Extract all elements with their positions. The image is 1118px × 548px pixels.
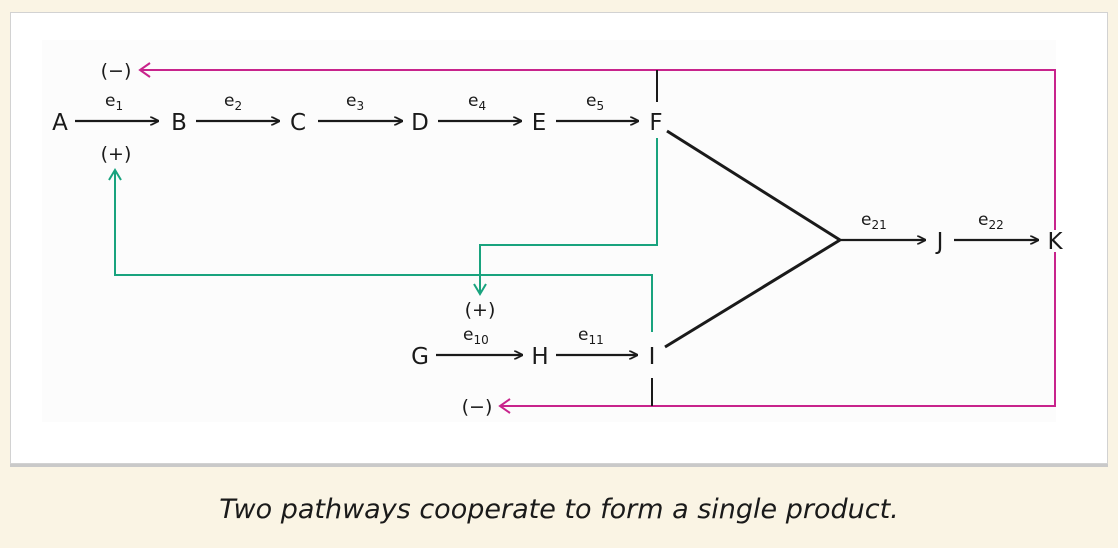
activation-feedback-lines <box>108 138 658 332</box>
node-a: A <box>52 110 68 136</box>
figure-caption: Two pathways cooperate to form a single … <box>219 494 899 525</box>
enzyme-labels: e1 e2 e3 e4 e5 e10 e11 e21 e22 <box>105 91 1004 347</box>
node-b: B <box>171 110 187 136</box>
node-e: E <box>532 110 547 136</box>
node-j: J <box>935 229 944 255</box>
k-to-g-inhibition-line <box>500 252 1056 407</box>
f-to-g-activation-line <box>479 138 658 292</box>
node-c: C <box>290 110 306 136</box>
enzyme-e22: e22 <box>978 210 1004 232</box>
sign-positive-top: (+) <box>101 143 132 165</box>
f-to-merge-line <box>666 129 841 242</box>
enzyme-e2: e2 <box>224 91 242 113</box>
node-i: I <box>649 344 656 370</box>
activation-arrowhead-top <box>108 168 122 181</box>
inhibition-arrowhead-top <box>138 62 151 78</box>
enzyme-e11: e11 <box>578 325 604 347</box>
inhibition-arrowhead-bottom <box>498 398 511 414</box>
node-labels: A B C D E F G H I J K <box>52 110 1063 370</box>
inhibition-feedback-lines <box>138 62 1056 414</box>
diagram-panel <box>42 40 1056 422</box>
pathway-arrows <box>75 121 1038 355</box>
activation-arrowhead-mid <box>473 283 487 296</box>
enzyme-e5: e5 <box>586 91 604 113</box>
node-g: G <box>411 344 429 370</box>
enzyme-e3: e3 <box>346 91 364 113</box>
sign-negative-bottom: (−) <box>462 396 493 418</box>
sign-positive-mid: (+) <box>465 299 496 321</box>
converging-lines <box>664 129 841 349</box>
enzyme-e10: e10 <box>463 325 489 347</box>
enzyme-e21: e21 <box>861 210 887 232</box>
enzyme-e4: e4 <box>468 91 486 113</box>
node-k: K <box>1047 229 1063 255</box>
node-f: F <box>649 110 662 136</box>
node-d: D <box>411 110 429 136</box>
regulation-signs: (−) (+) (+) (−) <box>101 60 496 418</box>
k-to-a-inhibition-line <box>140 69 1056 230</box>
enzyme-e1: e1 <box>105 91 123 113</box>
sign-negative-top: (−) <box>101 60 132 82</box>
branch-tick-marks <box>651 70 658 406</box>
i-to-merge-line <box>664 238 841 349</box>
i-to-a-activation-line <box>114 172 653 332</box>
node-h: H <box>531 344 548 370</box>
